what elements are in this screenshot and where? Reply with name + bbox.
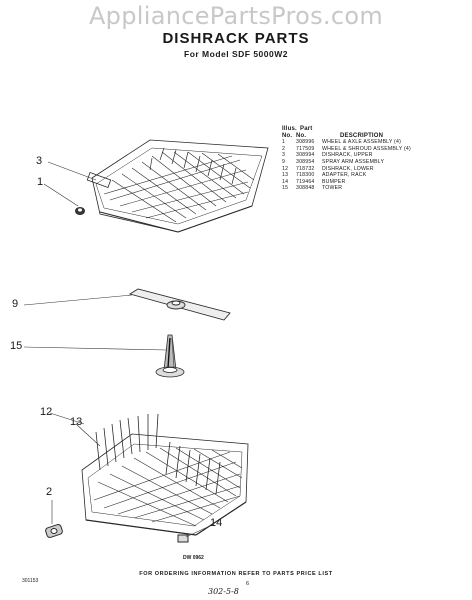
illus-number: 1	[282, 139, 286, 146]
header-part: Part	[300, 126, 313, 132]
callout-2: 2	[46, 486, 53, 498]
illus-number: 13	[282, 172, 289, 179]
parts-table-body: 1 308996 WHEEL & AXLE ASSEMBLY (4) 2 717509 W…	[282, 139, 462, 192]
parts-table-row: 2 717509 WHEEL & SHROUD ASSEMBLY (4)	[282, 146, 462, 153]
part-number: 308848	[296, 185, 315, 192]
parts-table-row: 15 308848 TOWER	[282, 185, 462, 192]
callout-12: 12	[40, 406, 53, 418]
callout-9: 9	[12, 298, 19, 310]
model-subtitle: For Model SDF 5000W2	[184, 49, 288, 59]
page-number: 6	[246, 581, 250, 587]
document-code: 301153	[22, 578, 39, 584]
part-number: 308994	[296, 152, 315, 159]
upper-dishrack-illustration	[86, 139, 269, 233]
callout-3: 3	[36, 155, 43, 167]
parts-table-header-row1: Illus. Part	[282, 126, 462, 133]
callout-13: 13	[70, 416, 83, 428]
illus-number: 15	[282, 185, 289, 192]
illus-number: 12	[282, 165, 289, 172]
header-no-1: No.	[282, 132, 293, 139]
lower-dishrack-illustration	[81, 413, 249, 536]
leader-lines	[23, 161, 213, 538]
parts-table-row: 12 718732 DISHRACK, LOWER	[282, 166, 462, 173]
parts-table-row: 3 308994 DISHRACK, UPPER	[282, 152, 462, 159]
part-number: 718300	[296, 172, 315, 179]
illus-number: 14	[282, 178, 289, 185]
part-number: 717509	[296, 145, 315, 152]
parts-table-row: 14 719464 BUMPER	[282, 179, 462, 186]
part-number: 308996	[296, 139, 315, 146]
parts-table-row: 13 718300 ADAPTER, RACK	[282, 172, 462, 179]
callout-14: 14	[210, 517, 223, 529]
tower-illustration	[155, 334, 185, 378]
wheel-shroud-illustration	[45, 524, 63, 538]
header-description: DESCRIPTION	[340, 132, 384, 139]
wheel-axle-illustration	[75, 207, 85, 215]
part-number: 719464	[296, 178, 315, 185]
part-description: BUMPER	[322, 178, 346, 185]
ordering-footer: FOR ORDERING INFORMATION REFER TO PARTS …	[139, 571, 333, 577]
header-no-2: No.	[296, 132, 307, 139]
illus-number: 3	[282, 152, 286, 159]
part-description: DISHRACK, UPPER	[322, 152, 373, 159]
drawing-code: DW 0962	[183, 555, 204, 561]
illus-number: 2	[282, 145, 286, 152]
part-description: SPRAY ARM ASSEMBLY	[322, 158, 385, 165]
parts-table-row: 1 308996 WHEEL & AXLE ASSEMBLY (4)	[282, 139, 462, 146]
part-description: DISHRACK, LOWER	[322, 165, 374, 172]
part-description: ADAPTER, RACK	[322, 172, 367, 179]
header-illus: Illus.	[282, 126, 297, 132]
handwritten-note: 302-5-8	[208, 587, 239, 596]
part-description: TOWER	[322, 185, 343, 192]
parts-table-header-row2: No. No. DESCRIPTION	[282, 133, 462, 140]
part-description: WHEEL & AXLE ASSEMBLY (4)	[322, 139, 401, 146]
part-number: 718732	[296, 165, 315, 172]
parts-table-row: 9 308954 SPRAY ARM ASSEMBLY	[282, 159, 462, 166]
bumper-illustration	[177, 534, 189, 543]
illus-number: 9	[282, 158, 286, 165]
callout-15: 15	[10, 340, 23, 352]
part-number: 308954	[296, 158, 315, 165]
part-description: WHEEL & SHROUD ASSEMBLY (4)	[322, 145, 411, 152]
spray-arm-illustration	[128, 288, 231, 321]
watermark: AppliancePartsPros.com	[88, 2, 384, 30]
page-title: DISHRACK PARTS	[162, 30, 310, 47]
callout-1: 1	[37, 176, 44, 188]
